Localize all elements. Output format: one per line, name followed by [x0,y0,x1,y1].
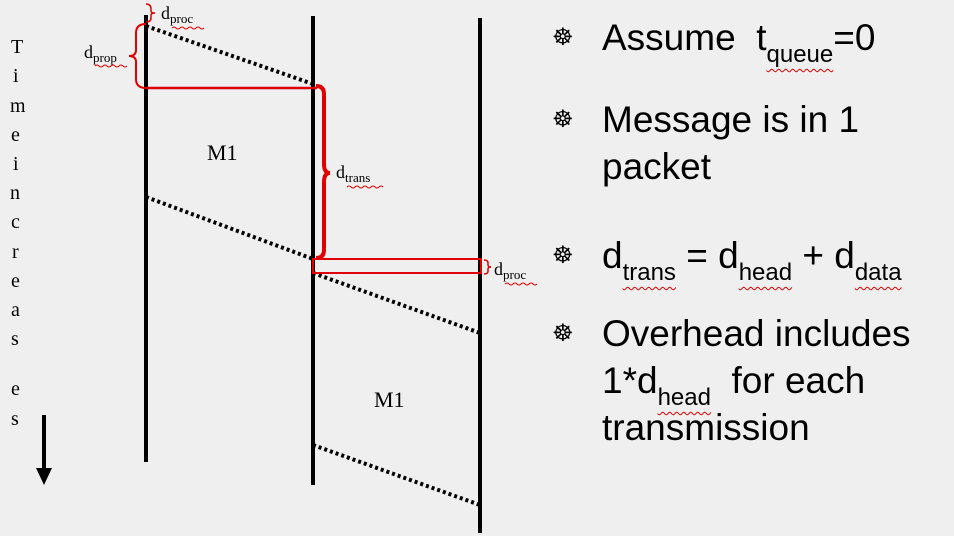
axis-letter: e [11,270,20,292]
proc-right-box [312,258,482,274]
d-subscript: trans [622,259,676,286]
axis-letter: s [11,408,19,430]
d-symbol: d [602,235,623,276]
d-trans-label: dtrans [336,162,370,185]
spellcheck-squiggle [346,185,384,189]
bullet-text: Assume [602,17,757,58]
trans-brace [315,84,331,260]
message-start-hop2-line [312,271,481,335]
proc-right-brace [483,259,492,275]
axis-letter: m [10,95,26,117]
bullet-line-1: Overhead includes [602,313,911,354]
axis-letter: e [11,124,20,146]
d-proc-top-label: dproc [161,3,193,26]
overhead-suffix: for each [710,360,866,401]
equals-sign: = [675,235,719,276]
wheel-bullet-icon: ☸ [552,105,574,133]
time-axis-arrowhead [36,468,52,485]
time-axis-label: T i m e i n c r e a s e s [10,36,26,430]
d-prop-label: dprop [84,42,117,65]
bullet-overhead: ☸ Overhead includes 1*dhead for each tra… [552,310,911,451]
bullet-assume-tqueue: ☸ Assume tqueue=0 [552,14,876,67]
wheel-bullet-icon: ☸ [552,241,574,269]
plus-sign: + [792,235,835,276]
t-symbol: t [756,17,767,58]
wheel-bullet-icon: ☸ [552,319,574,347]
axis-letter: e [11,378,20,400]
d-proc-right-label: dproc [494,259,526,282]
spellcheck-squiggle [504,282,538,286]
spellcheck-squiggle [171,26,205,30]
bullet-tail: =0 [833,17,876,58]
message-label-bottom: M1 [374,387,405,412]
message-end-hop1-line [145,195,314,261]
axis-letter: n [10,182,20,204]
message-end-hop2-line [312,443,481,507]
axis-letter: s [11,328,19,350]
overhead-prefix: 1* [602,360,637,401]
message-label-top: M1 [207,140,238,165]
bullet-message-packet: ☸ Message is in 1 packet [552,96,952,190]
d-subscript: data [854,259,902,286]
proc-top-brace [145,3,156,23]
timing-diagram: T i m e i n c r e a s e s M1 M1 dproc dp… [10,3,538,533]
d-subscript: head [738,259,793,286]
prop-brace [128,23,147,89]
d-symbol: d [718,235,739,276]
axis-letter: i [13,153,19,175]
bullet-line-3: transmission [602,407,810,448]
wheel-bullet-icon: ☸ [552,23,574,51]
d-symbol: d [834,235,855,276]
t-subscript: queue [766,41,834,68]
axis-letter: r [12,241,19,263]
axis-letter: i [13,65,19,87]
axis-letter: a [11,299,20,321]
bullet-text: Message is in 1 packet [602,99,860,187]
d-symbol: d [636,360,658,401]
axis-letter: c [11,211,20,233]
spellcheck-squiggle [94,64,128,68]
message-start-hop1-line [145,24,314,86]
axis-letter: T [11,36,23,58]
bullet-dtrans-equation: ☸ dtrans = dhead + ddata [552,232,902,285]
